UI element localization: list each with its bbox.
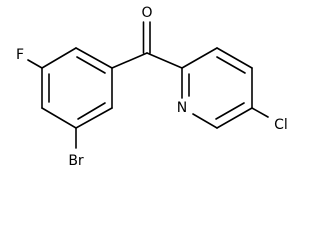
bond-to-chlorine bbox=[251, 107, 269, 118]
atom-label-fluorine: F bbox=[16, 47, 24, 63]
bond-benzene-4 bbox=[41, 107, 77, 129]
bond-to-fluorine bbox=[27, 59, 43, 69]
bond-benzene-2 bbox=[41, 47, 77, 69]
atom-label-nitrogen: N bbox=[177, 100, 187, 116]
benzene-ring bbox=[41, 47, 113, 129]
bond-benzene-1 bbox=[75, 47, 113, 69]
atom-label-chlorine: Cl bbox=[274, 117, 288, 133]
bond-pyridine-4 bbox=[216, 107, 253, 129]
bond-pyridine-2 bbox=[216, 47, 253, 69]
bond-benzene-inner-1 bbox=[76, 56, 106, 74]
atom-label-oxygen: O bbox=[141, 5, 152, 21]
bond-pyridine-5 bbox=[192, 113, 218, 129]
bond-carbonyl-to-benzene bbox=[111, 52, 148, 69]
atom-label-bromine: Br bbox=[68, 153, 84, 169]
bond-carbonyl-to-pyridine bbox=[146, 52, 183, 69]
chemical-structure-diagram: O F Br N Cl bbox=[16, 5, 288, 169]
bond-benzene-inner-3 bbox=[77, 102, 106, 120]
bond-pyridine-inner-1 bbox=[216, 56, 246, 74]
bond-pyridine-inner-3 bbox=[215, 102, 245, 120]
bond-benzene-5 bbox=[75, 107, 113, 129]
pyridine-ring bbox=[181, 47, 253, 129]
bond-pyridine-1 bbox=[181, 47, 218, 69]
carbonyl-group bbox=[142, 21, 151, 54]
